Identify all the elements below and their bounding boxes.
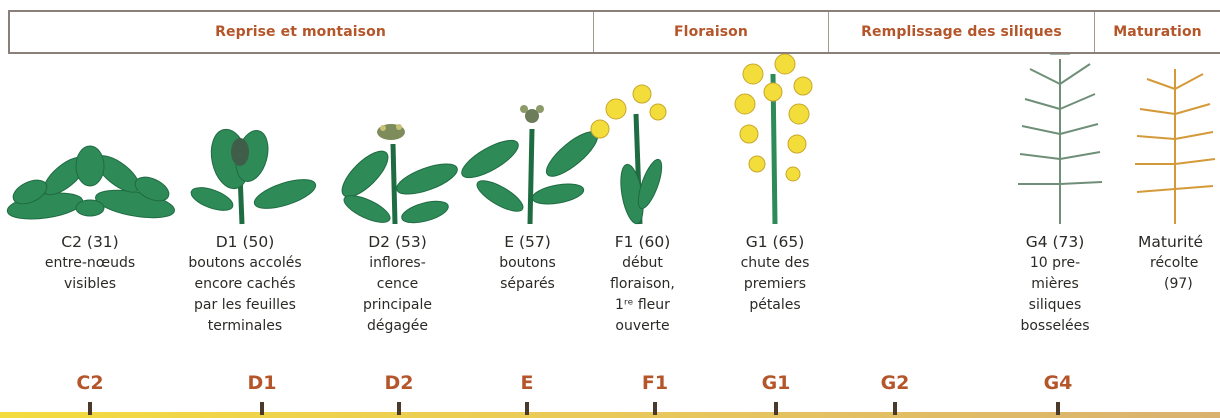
timeline-code-f1: F1 [625, 372, 685, 394]
phase-band-left-edge [8, 10, 10, 54]
separated-buds-plant-icon [457, 105, 604, 224]
rosette-plant-icon [6, 146, 177, 223]
siliques-plant-icon [1018, 54, 1102, 224]
stage-label-c2: C2 (31) entre-nœuds visibles [10, 232, 170, 295]
timeline-tick [260, 402, 264, 415]
stage-label-f1: F1 (60) début floraison, 1ʳᵉ fleur ouver… [590, 232, 695, 337]
stage-desc-line: 1ʳᵉ fleur [590, 295, 695, 316]
stage-desc-line: dégagée [335, 316, 460, 337]
timeline-tick [893, 402, 897, 415]
stage-code-label: D2 (53) [335, 232, 460, 253]
stage-desc-line: cence [335, 274, 460, 295]
timeline-code-g4: G4 [1028, 372, 1088, 394]
stage-desc-line: inflores- [335, 253, 460, 274]
timeline-code-g1: G1 [746, 372, 806, 394]
stage-desc-line: récolte [1150, 253, 1220, 274]
timeline-code-d1: D1 [232, 372, 292, 394]
phase-floraison: Floraison [594, 12, 828, 52]
stage-code-label: D1 (50) [170, 232, 320, 253]
flowering-plant-icon [735, 54, 812, 224]
stage-label-g4: G4 (73) 10 pre- mières siliques bosselée… [990, 232, 1120, 337]
stage-desc-line: bosselées [990, 316, 1120, 337]
stage-code-label: E (57) [470, 232, 585, 253]
stage-desc-line: floraison, [590, 274, 695, 295]
stage-desc-line: chute des [715, 253, 835, 274]
stage-label-maturite: Maturité récolte (97) [1130, 232, 1220, 295]
stage-label-d1: D1 (50) boutons accolés encore cachés pa… [170, 232, 320, 337]
timeline-code-d2: D2 [369, 372, 429, 394]
stage-desc-line: premiers [715, 274, 835, 295]
timeline-bar [0, 402, 1220, 418]
stage-desc-line: séparés [470, 274, 585, 295]
stage-desc-line: terminales [170, 316, 320, 337]
timeline-code-g2: G2 [865, 372, 925, 394]
stage-code-label: G1 (65) [715, 232, 835, 253]
stage-desc-line: principale [335, 295, 460, 316]
stage-desc-line: par les feuilles [170, 295, 320, 316]
first-flower-plant-icon [591, 85, 666, 225]
timeline-tick [653, 402, 657, 415]
stage-desc-line: pétales [715, 295, 835, 316]
stage-desc-line: encore cachés [170, 274, 320, 295]
stage-desc-line: début [590, 253, 695, 274]
timeline-tick [397, 402, 401, 415]
stage-label-d2: D2 (53) inflores- cence principale dégag… [335, 232, 460, 337]
mature-plant-icon [1135, 69, 1215, 224]
timeline-tick [525, 402, 529, 415]
stage-desc-line: boutons accolés [170, 253, 320, 274]
timeline-code-e: E [497, 372, 557, 394]
phase-remplissage: Remplissage des siliques [829, 12, 1094, 52]
stage-desc-line: ouverte [590, 316, 695, 337]
stage-label-g1: G1 (65) chute des premiers pétales [715, 232, 835, 316]
phase-header: Reprise et montaison Floraison Remplissa… [8, 10, 1220, 54]
inflorescence-plant-icon [335, 124, 461, 228]
stage-code-label: Maturité [1130, 232, 1220, 253]
timeline-code-c2: C2 [60, 372, 120, 394]
hidden-buds-plant-icon [188, 126, 319, 224]
stage-code-label: G4 (73) [990, 232, 1120, 253]
stage-desc-line: visibles [10, 274, 170, 295]
stage-desc-line: 10 pre- [990, 253, 1120, 274]
stage-code-label: C2 (31) [10, 232, 170, 253]
timeline-tick [1056, 402, 1060, 415]
stage-desc-line: mières [990, 274, 1120, 295]
phase-reprise-montaison: Reprise et montaison [8, 12, 593, 52]
timeline-track [0, 412, 1220, 418]
stage-desc-line: (97) [1150, 274, 1220, 295]
phase-maturation: Maturation [1095, 12, 1220, 52]
timeline-tick [774, 402, 778, 415]
stage-label-e: E (57) boutons séparés [470, 232, 585, 295]
stage-desc-line: siliques [990, 295, 1120, 316]
timeline-tick [88, 402, 92, 415]
stage-desc-line: entre-nœuds [10, 253, 170, 274]
stage-code-label: F1 (60) [590, 232, 695, 253]
stage-desc-line: boutons [470, 253, 585, 274]
